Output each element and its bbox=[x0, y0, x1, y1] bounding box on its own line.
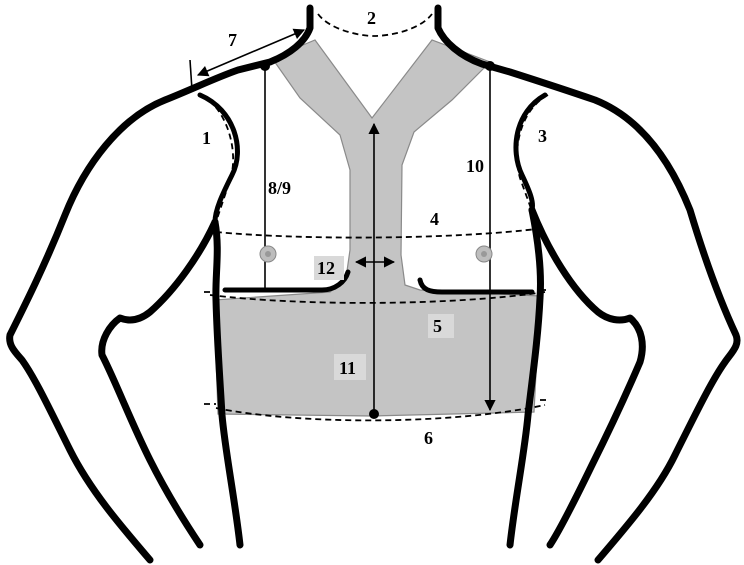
measure-11-dot bbox=[369, 409, 379, 419]
measure-10-dot bbox=[485, 61, 495, 71]
label-3: 3 bbox=[538, 126, 547, 146]
label-8-9: 8/9 bbox=[268, 178, 291, 198]
right-nipple bbox=[476, 246, 492, 262]
right-inner-arm-outline bbox=[532, 210, 642, 545]
label-10: 10 bbox=[466, 156, 484, 176]
left-deltoid-outline bbox=[200, 95, 237, 222]
left-nipple bbox=[260, 246, 276, 262]
left-inner-arm-outline bbox=[102, 222, 215, 545]
label-5: 5 bbox=[433, 316, 442, 336]
label-6: 6 bbox=[424, 428, 433, 448]
measure-8-9-dot bbox=[260, 61, 270, 71]
label-12: 12 bbox=[317, 258, 335, 278]
right-deltoid-outline bbox=[516, 95, 545, 210]
measure-7-tick bbox=[190, 60, 192, 90]
label-11: 11 bbox=[339, 358, 356, 378]
label-1: 1 bbox=[202, 128, 211, 148]
y-strap-shading bbox=[214, 40, 540, 416]
label-7: 7 bbox=[228, 30, 237, 50]
label-4: 4 bbox=[430, 209, 439, 229]
right-pec-line bbox=[420, 280, 532, 292]
label-2: 2 bbox=[367, 8, 376, 28]
